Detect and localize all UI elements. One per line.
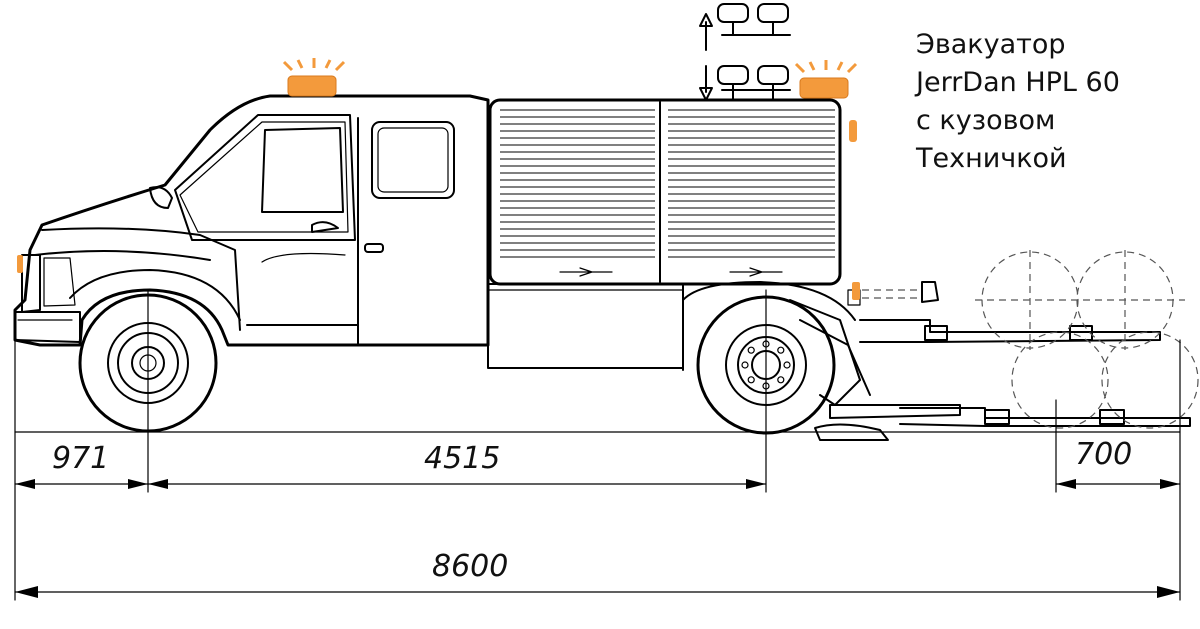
marker-light	[852, 282, 860, 300]
wheel-lift-boom	[789, 281, 1191, 441]
lug-nut	[741, 361, 749, 369]
title-block: Эвакуатор JerrDan HPL 60 с кузовом Техни…	[916, 26, 1186, 178]
dim-front-overhang: 971	[52, 441, 109, 476]
beacon-icon	[282, 58, 346, 97]
marker-light	[849, 120, 857, 142]
lug-nut	[747, 346, 755, 354]
lug-nut	[783, 361, 791, 369]
towed-wheel-outlines	[975, 250, 1199, 429]
dimension-lines	[14, 289, 1181, 601]
work-light-icon	[717, 3, 791, 36]
dim-boom-extension: 700	[1075, 437, 1132, 472]
lug-nut	[777, 376, 785, 384]
work-light-icon	[717, 65, 791, 101]
title-line-2: JerrDan HPL 60	[916, 67, 1120, 98]
roller-shutter-slats	[500, 109, 835, 258]
dim-overall-length: 8600	[432, 549, 508, 584]
arrow-up-icon	[699, 13, 713, 51]
title-line-1: Эвакуатор	[916, 29, 1066, 60]
marker-light	[17, 255, 23, 273]
utility-body	[487, 98, 842, 369]
dim-wheelbase: 4515	[424, 441, 500, 476]
arrow-down-icon	[699, 65, 713, 101]
beacon-icon	[794, 60, 858, 99]
truck-cab	[13, 94, 490, 347]
title-line-3: с кузовом	[916, 105, 1056, 136]
lug-nut	[747, 376, 755, 384]
lug-nut	[777, 346, 785, 354]
title-line-4: Техничкой	[916, 143, 1067, 174]
